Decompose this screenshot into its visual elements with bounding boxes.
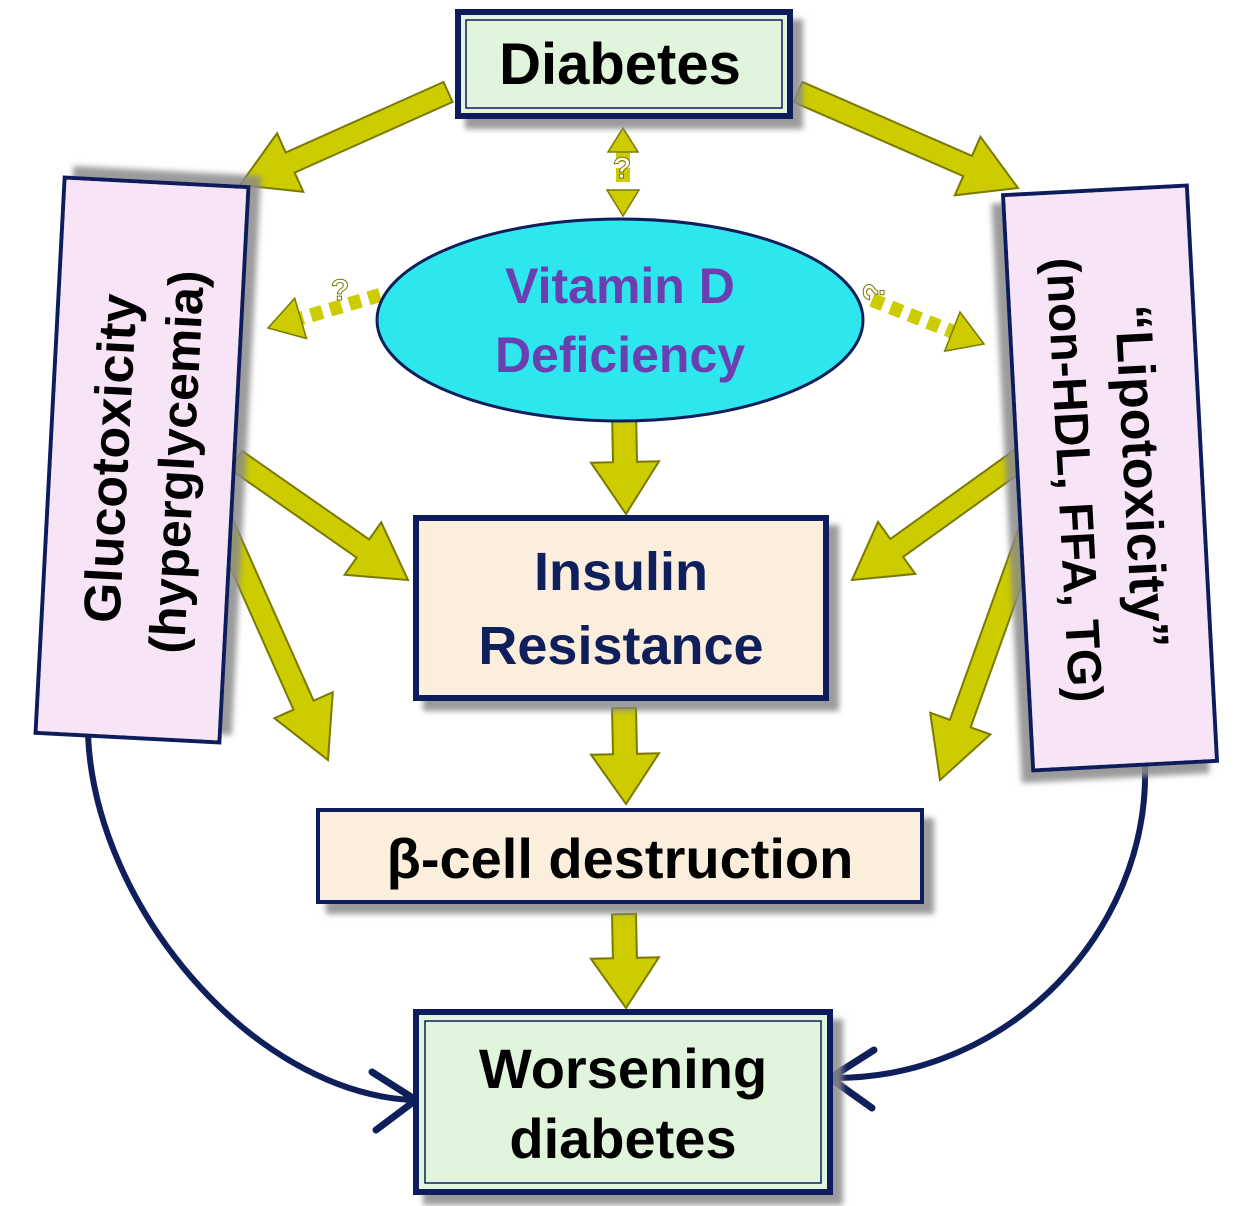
insulin-resistance-line2: Resistance xyxy=(478,616,763,676)
node-insulin-resistance: Insulin Resistance xyxy=(413,515,829,701)
node-glucotoxicity: Glucotoxicity (hyperglycemia) xyxy=(33,175,251,745)
dotted-arrow-vitamin-d-to-glucotoxicity xyxy=(266,288,382,340)
node-diabetes: Diabetes xyxy=(455,9,793,119)
arrow-diabetes-to-lipotoxicity xyxy=(792,80,1020,197)
arrow-glucotoxicity-to-beta-cell xyxy=(210,516,334,762)
node-worsening-diabetes: Worsening diabetes xyxy=(413,1009,833,1195)
node-lipotoxicity: “Lipotoxicity” (non-HDL, FFA, TG) xyxy=(1000,183,1220,773)
node-vitamin-d-deficiency: Vitamin D Deficiency xyxy=(375,217,865,423)
beta-cell-label: β-cell destruction xyxy=(387,827,854,890)
question-mark-left: ? xyxy=(331,274,349,307)
curve-arrow-lipotoxicity-to-worsening xyxy=(834,764,1149,1081)
arrow-diabetes-to-glucotoxicity xyxy=(238,80,454,193)
arrow-glucotoxicity-to-insulin-resistance xyxy=(228,449,410,582)
vitamin-d-line1: Vitamin D xyxy=(505,258,735,314)
arrow-vitamin-d-to-insulin-resistance xyxy=(589,410,661,516)
dotted-arrow-vitamin-d-to-lipotoxicity xyxy=(869,293,986,353)
curve-arrow-glucotoxicity-to-worsening xyxy=(85,734,411,1103)
arrow-insulin-resistance-to-beta-cell xyxy=(589,706,661,806)
question-mark-right: ? xyxy=(858,283,891,301)
node-beta-cell-destruction: β-cell destruction xyxy=(316,808,924,904)
question-mark-top: ? xyxy=(613,152,631,185)
insulin-resistance-line1: Insulin xyxy=(534,542,708,602)
vitamin-d-line2: Deficiency xyxy=(495,327,745,383)
arrow-layer xyxy=(210,80,1044,1010)
arrow-lipotoxicity-to-insulin-resistance xyxy=(850,447,1030,582)
dotted-arrow-diabetes-vitamin-d-up xyxy=(606,126,640,180)
arrow-beta-cell-to-worsening xyxy=(588,912,661,1010)
diabetes-label: Diabetes xyxy=(499,32,741,97)
worsening-line2: diabetes xyxy=(509,1107,736,1170)
worsening-line1: Worsening xyxy=(479,1037,767,1100)
